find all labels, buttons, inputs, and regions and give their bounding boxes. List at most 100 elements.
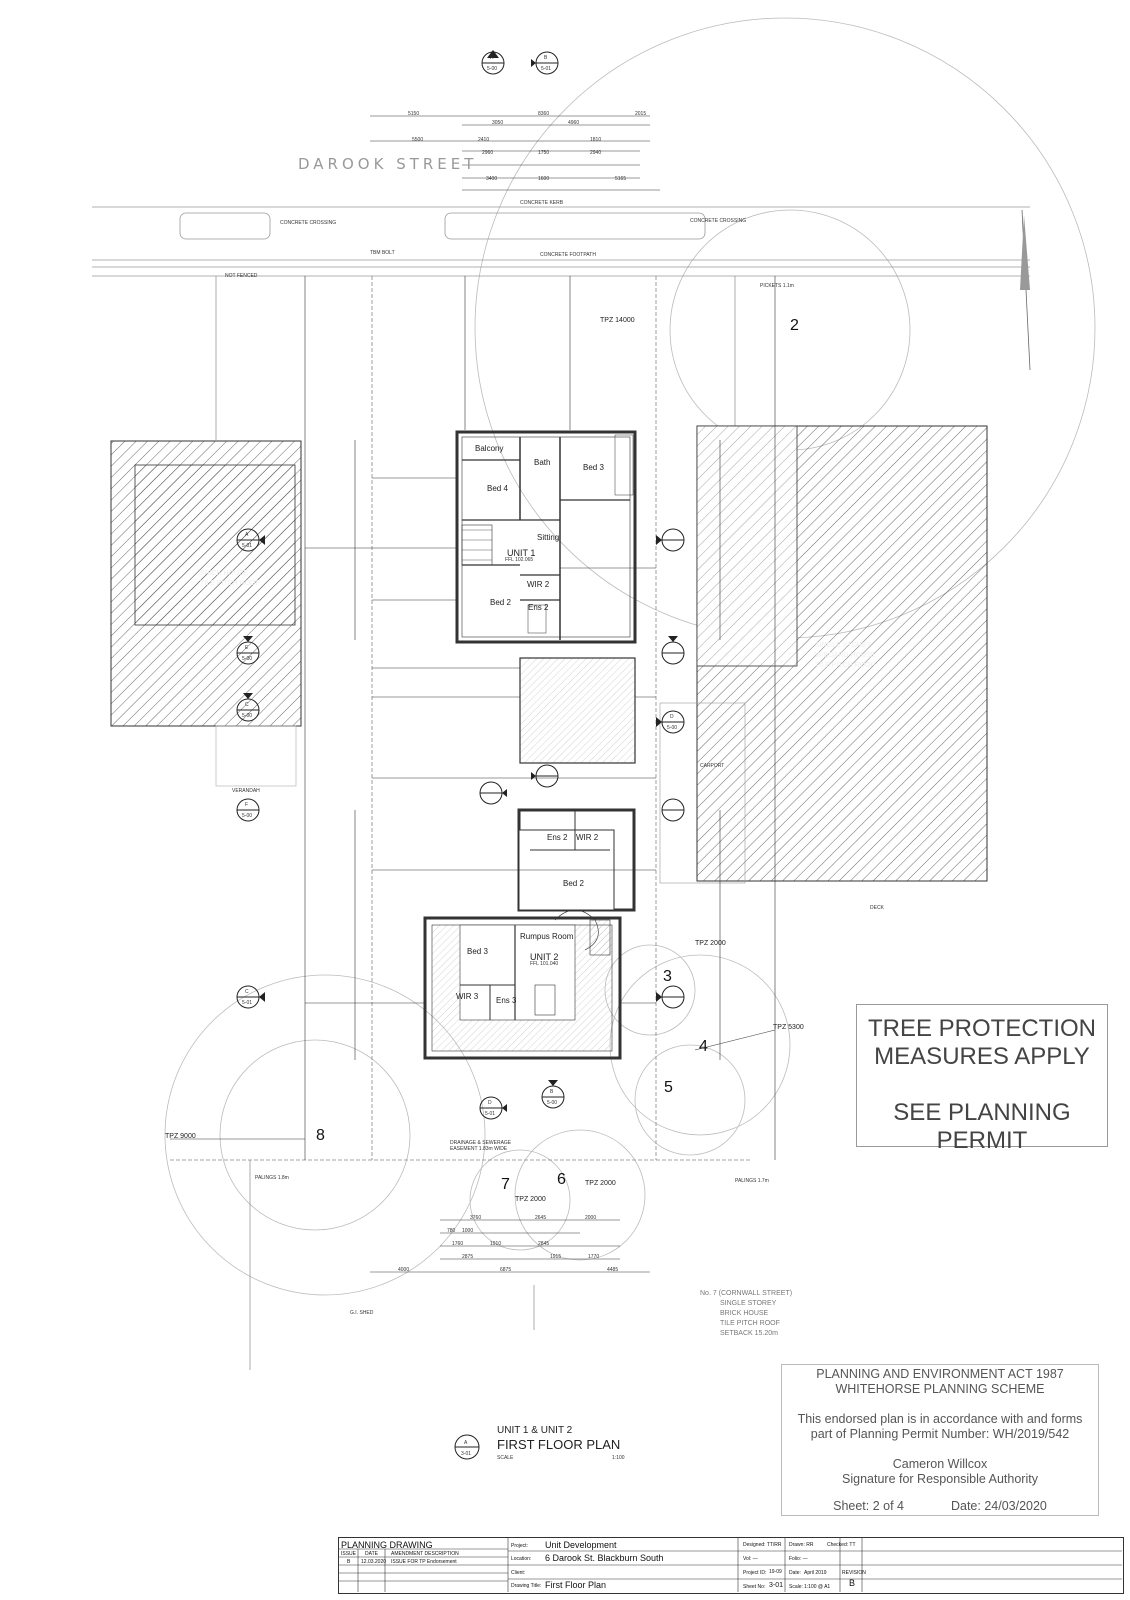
room-label: Ens 2 [547, 833, 568, 842]
tpz-label: TPZ 2000 [695, 940, 726, 947]
kerb-label: CONCRETE KERB [520, 200, 564, 206]
dimension: 4960 [568, 120, 580, 126]
room-label: Bath [534, 458, 551, 467]
amendment-value: ISSUE FOR TP Endorsement [391, 1559, 457, 1565]
room-label: Bed 4 [487, 484, 508, 493]
dimension: 1915 [550, 1254, 562, 1260]
dimension: 780 [447, 1228, 456, 1234]
unit-label: UNIT 1 [507, 548, 536, 558]
tree-number: 8 [316, 1127, 325, 1144]
section-marker-bottom-d [479, 1096, 507, 1120]
section-marker-right-3 [656, 528, 685, 552]
not-fenced-label: NOT FENCED [225, 273, 258, 279]
marker-ref: 5-00 [242, 656, 253, 662]
neighbour-label: TILE PITCH ROOF [815, 662, 875, 669]
carport-label: CARPORT [700, 763, 725, 769]
neighbour-label: BRICK HOUSE [720, 1310, 769, 1317]
room-label: Bed 3 [583, 463, 604, 472]
pickets-label: PICKETS 1.1m [760, 283, 794, 289]
tree-number: 2 [790, 317, 799, 334]
stamp-sheet: Sheet: 2 of 4 [833, 1499, 904, 1513]
amendment-header: AMENDMENT DESCRIPTION [391, 1551, 459, 1557]
checked-by: Checked: TT [827, 1542, 856, 1548]
scale-value: 1:100 [612, 1455, 625, 1461]
bottom-dimension-lines [370, 1219, 650, 1273]
dimension: 1000 [462, 1228, 474, 1234]
room-label: Bed 3 [467, 947, 488, 956]
revision-label: REVISION [842, 1570, 866, 1576]
stamp-line [782, 1397, 1098, 1412]
marker-ref: 5-00 [242, 713, 253, 719]
neighbour-label: TILE PITCH ROOF [720, 1320, 780, 1327]
neighbour-label: No. 7 (CORNWALL STREET) [700, 1290, 793, 1297]
dimension: 1770 [588, 1254, 600, 1260]
dimension: 5165 [615, 176, 627, 182]
easement-label: DRAINAGE & SEWERAGE EASEMENT 1.83m WIDE [450, 1140, 512, 1152]
neighbour-label: BRICK HOUSE [200, 570, 249, 577]
marker-id: C [245, 702, 249, 708]
location-value: 6 Darook St. Blackburn South [545, 1553, 664, 1563]
north-arrow-icon [1020, 209, 1031, 371]
tpz-label: TPZ 2000 [585, 1180, 616, 1187]
stamp-date: Date: 24/03/2020 [950, 1499, 1047, 1513]
scale-label: Scale: [789, 1584, 803, 1590]
tree-number: 5 [664, 1079, 673, 1096]
tree-number: 6 [557, 1171, 566, 1188]
stamp-line: Cameron Willcox [892, 1457, 988, 1471]
section-marker-right-c [656, 985, 685, 1009]
title-block: PLANNING DRAWING ISSUE DATE AMENDMENT DE… [338, 1537, 1124, 1594]
section-marker-bottom-b [541, 1080, 565, 1109]
dimension: 3050 [492, 120, 504, 126]
room-label: Bed 2 [490, 598, 511, 607]
dimension: 4000 [398, 1267, 410, 1273]
room-label: Sitting [537, 533, 560, 542]
marker-id: C [245, 989, 249, 995]
section-marker-left-3 [236, 528, 265, 552]
section-marker-right-f [661, 798, 685, 822]
tree-number: 7 [501, 1176, 510, 1193]
marker-ref: 5-00 [487, 66, 498, 72]
drawing-units-label: UNIT 1 & UNIT 2 [497, 1425, 573, 1436]
tpz-label: TPZ 9000 [165, 1133, 196, 1140]
section-marker-right-1 [661, 636, 685, 665]
dimension: 5150 [408, 111, 420, 117]
vol: Vol: — [743, 1556, 758, 1562]
date-value: April 2019 [804, 1570, 827, 1576]
planning-endorsement-stamp: PLANNING AND ENVIRONMENT ACT 1987 WHITEH… [781, 1364, 1099, 1516]
tree-protection-note: TREE PROTECTION MEASURES APPLY SEE PLANN… [856, 1004, 1108, 1154]
folio: Folio: — [789, 1556, 808, 1562]
dimension: 1600 [538, 176, 550, 182]
dimension: 3760 [470, 1215, 482, 1221]
palings-label: PALINGS 1.8m [255, 1175, 289, 1181]
crossing-label-left: CONCRETE CROSSING [280, 220, 337, 226]
unit1-plan [455, 430, 637, 764]
marker-ref: 5-01 [541, 66, 552, 72]
dimension: 3400 [486, 176, 498, 182]
scale-value: 1:100 @ A1 [804, 1584, 831, 1590]
street-name: DAROOK STREET [298, 155, 478, 173]
crossing-label-right: CONCRETE CROSSING [690, 218, 747, 224]
dimension: 1810 [590, 137, 602, 143]
stamp-line: This endorsed plan is in accordance with… [797, 1412, 1083, 1426]
dimension: 2875 [462, 1254, 474, 1260]
stamp-line: WHITEHORSE PLANNING SCHEME [835, 1382, 1045, 1396]
palings-label: PALINGS 1.7m [735, 1178, 769, 1184]
dimension: 1760 [452, 1241, 464, 1247]
section-marker-a-top [481, 50, 505, 75]
dimension: 2940 [590, 150, 602, 156]
drawn-by: Drawn: RR [789, 1542, 814, 1548]
unit2-plan [423, 808, 636, 1060]
issue-header: ISSUE [341, 1551, 357, 1557]
neighbour-label: TILE PITCH ROOF [200, 580, 260, 587]
dimension: 2645 [535, 1215, 547, 1221]
client-label: Client: [511, 1570, 526, 1576]
section-marker-left-f [236, 798, 260, 822]
neighbour-label: SINGLE STOREY [720, 1300, 777, 1307]
marker-id: E [245, 645, 249, 651]
marker-ref: 5-00 [242, 813, 253, 819]
marker-id: B [550, 1089, 554, 1095]
section-marker-b-top [531, 51, 559, 75]
neighbour-label: SINGLE STOREY [815, 642, 872, 649]
neighbour-label: SETBACK 15.20m [720, 1330, 778, 1337]
